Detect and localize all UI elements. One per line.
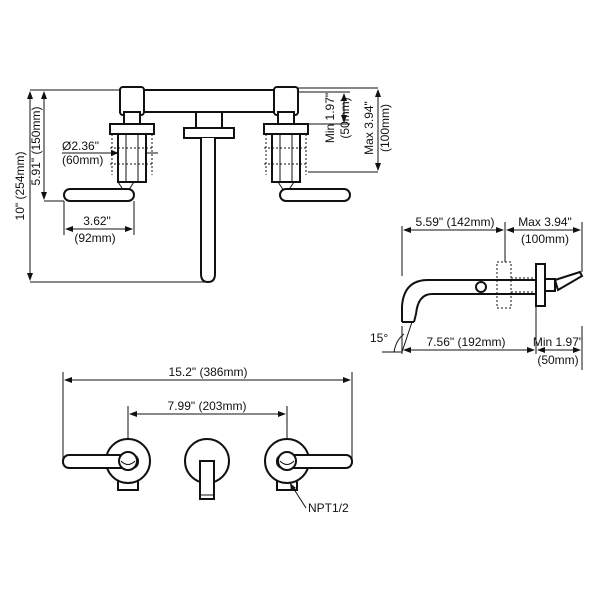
in-wall-valve — [496, 261, 512, 309]
handle-stub — [544, 278, 556, 292]
side-handle — [553, 270, 584, 292]
left-valve-neck — [123, 111, 141, 125]
left-valve-body — [117, 133, 147, 183]
spout-total-label: 7.56" (192mm) — [427, 335, 506, 349]
height-total-label: 10" (254mm) — [13, 152, 27, 221]
top-view: 15.2" (386mm) 7.99" (203mm) NPT1/2 — [62, 365, 353, 515]
left-flange — [109, 123, 155, 135]
min-wall-label: Min 1.97" — [533, 335, 583, 349]
angle-label: 15° — [370, 331, 388, 345]
min-top-label: Min 1.97" — [323, 93, 337, 143]
thread-label: NPT1/2 — [308, 501, 349, 515]
center-top-spout — [199, 460, 215, 500]
top-bar — [119, 89, 299, 113]
spread-label: 7.99" (203mm) — [168, 399, 247, 413]
spout-collar — [195, 111, 223, 129]
side-spout-bottom — [413, 293, 536, 323]
wall-plate — [535, 263, 546, 307]
max-wall-mm-label: (100mm) — [521, 232, 569, 246]
handle-length-label: 3.62" — [83, 214, 111, 228]
max-wall-label: Max 3.94" — [518, 215, 572, 229]
diameter-mm-label: (60mm) — [62, 153, 103, 167]
spout-flange — [183, 127, 235, 139]
right-flange — [263, 123, 309, 135]
side-view: 5.59" (142mm) Max 3.94" (100mm) 15° 7.56… — [370, 215, 584, 370]
side-aerator-ring — [475, 281, 487, 293]
min-top-mm-label: (50mm) — [338, 97, 352, 138]
min-wall-mm-label: (50mm) — [537, 353, 578, 367]
width-total-label: 15.2" (386mm) — [169, 365, 248, 379]
right-valve-neck — [277, 111, 295, 125]
right-handle — [279, 188, 351, 202]
diameter-label: Ø2.36" — [62, 139, 99, 153]
side-spout-top — [401, 279, 536, 322]
spout-pipe — [200, 138, 216, 284]
right-cap — [273, 86, 299, 116]
right-top-hub — [277, 451, 297, 471]
right-valve-body — [271, 133, 301, 183]
front-view: 10" (254mm) 5.91" (150mm) Ø2.36" (60mm) … — [13, 86, 392, 284]
spout-reach-label: 5.59" (142mm) — [416, 215, 495, 229]
max-top-mm-label: (100mm) — [378, 104, 392, 152]
left-handle — [63, 188, 135, 202]
max-top-label: Max 3.94" — [362, 101, 376, 155]
height-body-label: 5.91" (150mm) — [29, 107, 43, 186]
left-top-hub — [118, 451, 138, 471]
left-cap — [119, 86, 145, 116]
handle-length-mm-label: (92mm) — [74, 231, 115, 245]
